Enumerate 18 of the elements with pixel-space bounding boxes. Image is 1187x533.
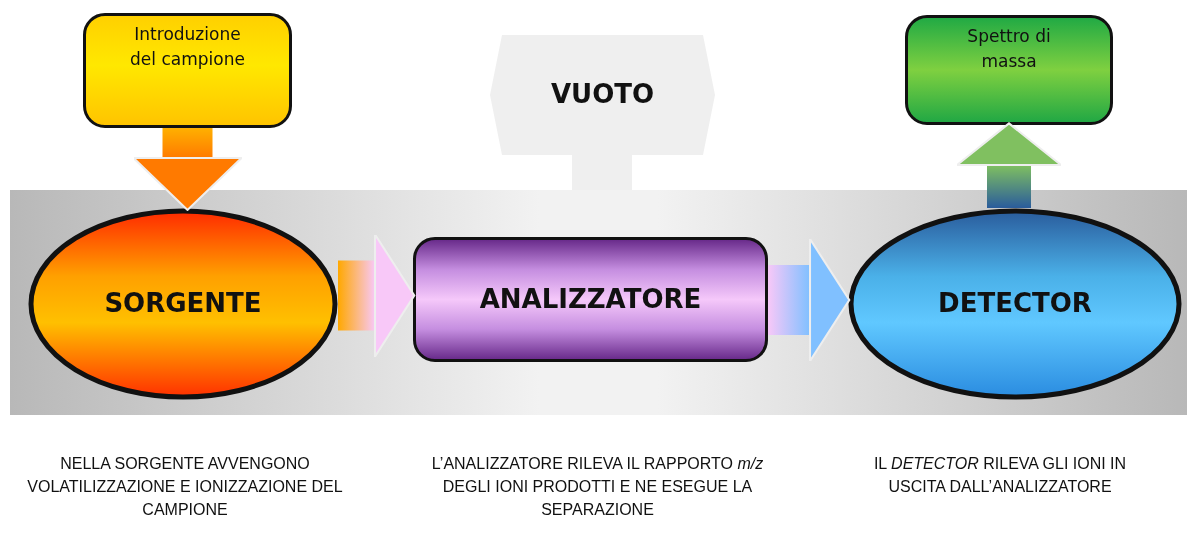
block-arrow <box>955 122 1063 208</box>
node-label: Introduzione del campione <box>129 23 246 71</box>
node-label: DETECTOR <box>938 287 1092 321</box>
process-box <box>83 13 292 128</box>
block-arrow <box>132 128 243 211</box>
caption-text: IL DETECTOR RILEVA GLI IONI IN USCITA DALL’ANALIZZATORE <box>872 454 1128 498</box>
node-label: ANALIZZATORE <box>479 282 702 316</box>
block-arrow <box>338 233 416 358</box>
block-arrow <box>768 237 851 363</box>
caption-text: NELLA SORGENTE AVVENGONO VOLATILIZZAZIONE E IONIZZAZIONE DEL CAMPIONE <box>26 454 344 521</box>
process-box <box>905 15 1113 125</box>
process-ellipse <box>28 208 338 400</box>
process-box <box>413 237 768 362</box>
node-label: SORGENTE <box>104 287 262 321</box>
node-label: VUOTO <box>550 78 655 112</box>
node-label: Spettro di massa <box>966 25 1052 73</box>
process-ellipse <box>848 208 1182 400</box>
caption-text: L’ANALIZZATORE RILEVA IL RAPPORTO m/z DEGLI IONI PRODOTTI E NE ESEGUE LA SEPARAZIONE <box>430 454 765 521</box>
